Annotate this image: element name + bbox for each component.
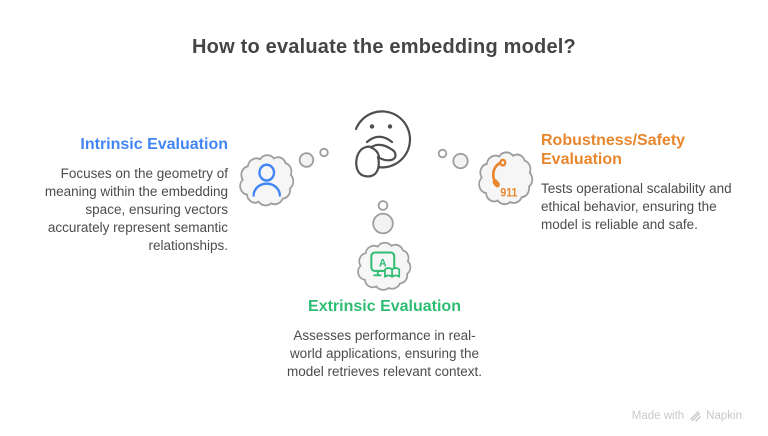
section-intrinsic: Intrinsic Evaluation Focuses on the geom… — [38, 135, 228, 255]
robustness-description: Tests operational scalability and ethica… — [541, 181, 732, 232]
thinking-face-icon — [354, 110, 412, 178]
intrinsic-description: Focuses on the geometry of meaning withi… — [44, 166, 228, 253]
section-extrinsic: Extrinsic Evaluation Assesses performanc… — [282, 297, 487, 381]
intrinsic-thought-bubble — [239, 154, 295, 207]
phone-911-icon: 911 — [491, 158, 517, 200]
thought-dots-left — [298, 147, 329, 168]
extrinsic-description: Assesses performance in real-world appli… — [286, 328, 483, 379]
watermark-prefix: Made with — [631, 410, 685, 422]
extrinsic-title: Extrinsic Evaluation — [308, 298, 461, 315]
watermark-brand: Napkin — [706, 410, 742, 422]
face-outline — [354, 110, 412, 169]
screen-translation-book-icon: A — [370, 251, 401, 278]
face-left-eye — [369, 124, 375, 129]
napkin-watermark[interactable]: Made with Napkin — [632, 410, 742, 422]
robustness-thought-bubble: 911 — [478, 151, 534, 206]
napkin-logo-icon — [690, 411, 701, 422]
face-hand — [355, 143, 397, 178]
intrinsic-title: Intrinsic Evaluation — [80, 136, 228, 153]
face-frown — [365, 135, 394, 144]
person-icon — [252, 163, 281, 197]
thought-dots-bottom — [372, 200, 394, 235]
thought-dots-right — [437, 148, 469, 170]
robustness-title: Robustness/Safety Evaluation — [541, 132, 686, 168]
section-robustness: Robustness/Safety Evaluation Tests opera… — [541, 131, 741, 234]
page-title: How to evaluate the embedding model? — [192, 36, 576, 58]
face-right-eye — [387, 124, 393, 129]
extrinsic-thought-bubble: A — [357, 241, 412, 291]
face-hand-thumb-line — [369, 146, 381, 158]
cloud-shape — [478, 151, 534, 206]
screen-letter: A — [379, 257, 387, 269]
phone-911-label: 911 — [500, 187, 517, 200]
